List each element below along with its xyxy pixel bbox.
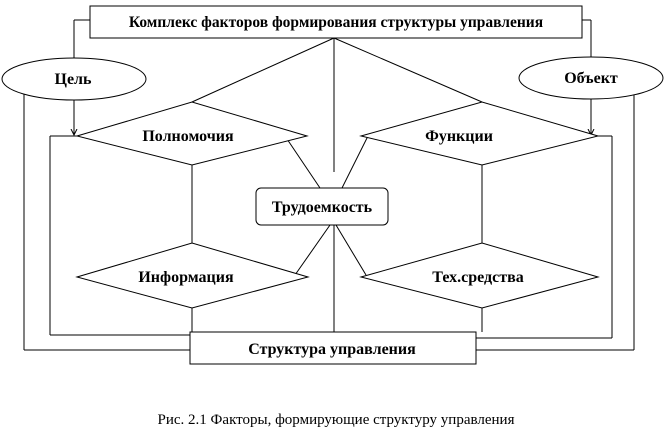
- functions-label: Функции: [425, 128, 493, 145]
- line-labor-to-information: [294, 224, 331, 276]
- line-functions-to-labor: [341, 135, 369, 189]
- line-authority-to-labor: [284, 135, 321, 189]
- functions-diamond: Функции: [359, 101, 600, 166]
- goal-oval: Цель: [1, 57, 147, 101]
- object-oval: Объект: [518, 56, 664, 100]
- goal-label: Цель: [55, 71, 93, 88]
- authority-diamond: Полномочия: [75, 101, 309, 166]
- labor-label: Трудоемкость: [272, 199, 373, 216]
- line-labor-to-tech: [335, 224, 367, 276]
- tech-label: Тех.средства: [432, 269, 523, 286]
- figure-caption: Рис. 2.1 Факторы, формирующие структуру …: [158, 412, 515, 428]
- labor-box: Трудоемкость: [255, 187, 389, 226]
- connector-lines: [23, 19, 635, 351]
- line-title-to-functions: [333, 37, 483, 103]
- tech-diamond: Тех.средства: [359, 242, 600, 309]
- title-text: Комплекс факторов формирования структуры…: [129, 14, 543, 31]
- title-box: Комплекс факторов формирования структуры…: [89, 5, 583, 39]
- information-label: Информация: [138, 269, 234, 286]
- structure-box: Структура управления: [189, 331, 477, 365]
- structure-label: Структура управления: [248, 341, 416, 358]
- object-label: Объект: [564, 70, 618, 87]
- authority-label: Полномочия: [142, 128, 234, 145]
- information-diamond: Информация: [75, 242, 310, 309]
- line-title-to-authority: [191, 37, 335, 103]
